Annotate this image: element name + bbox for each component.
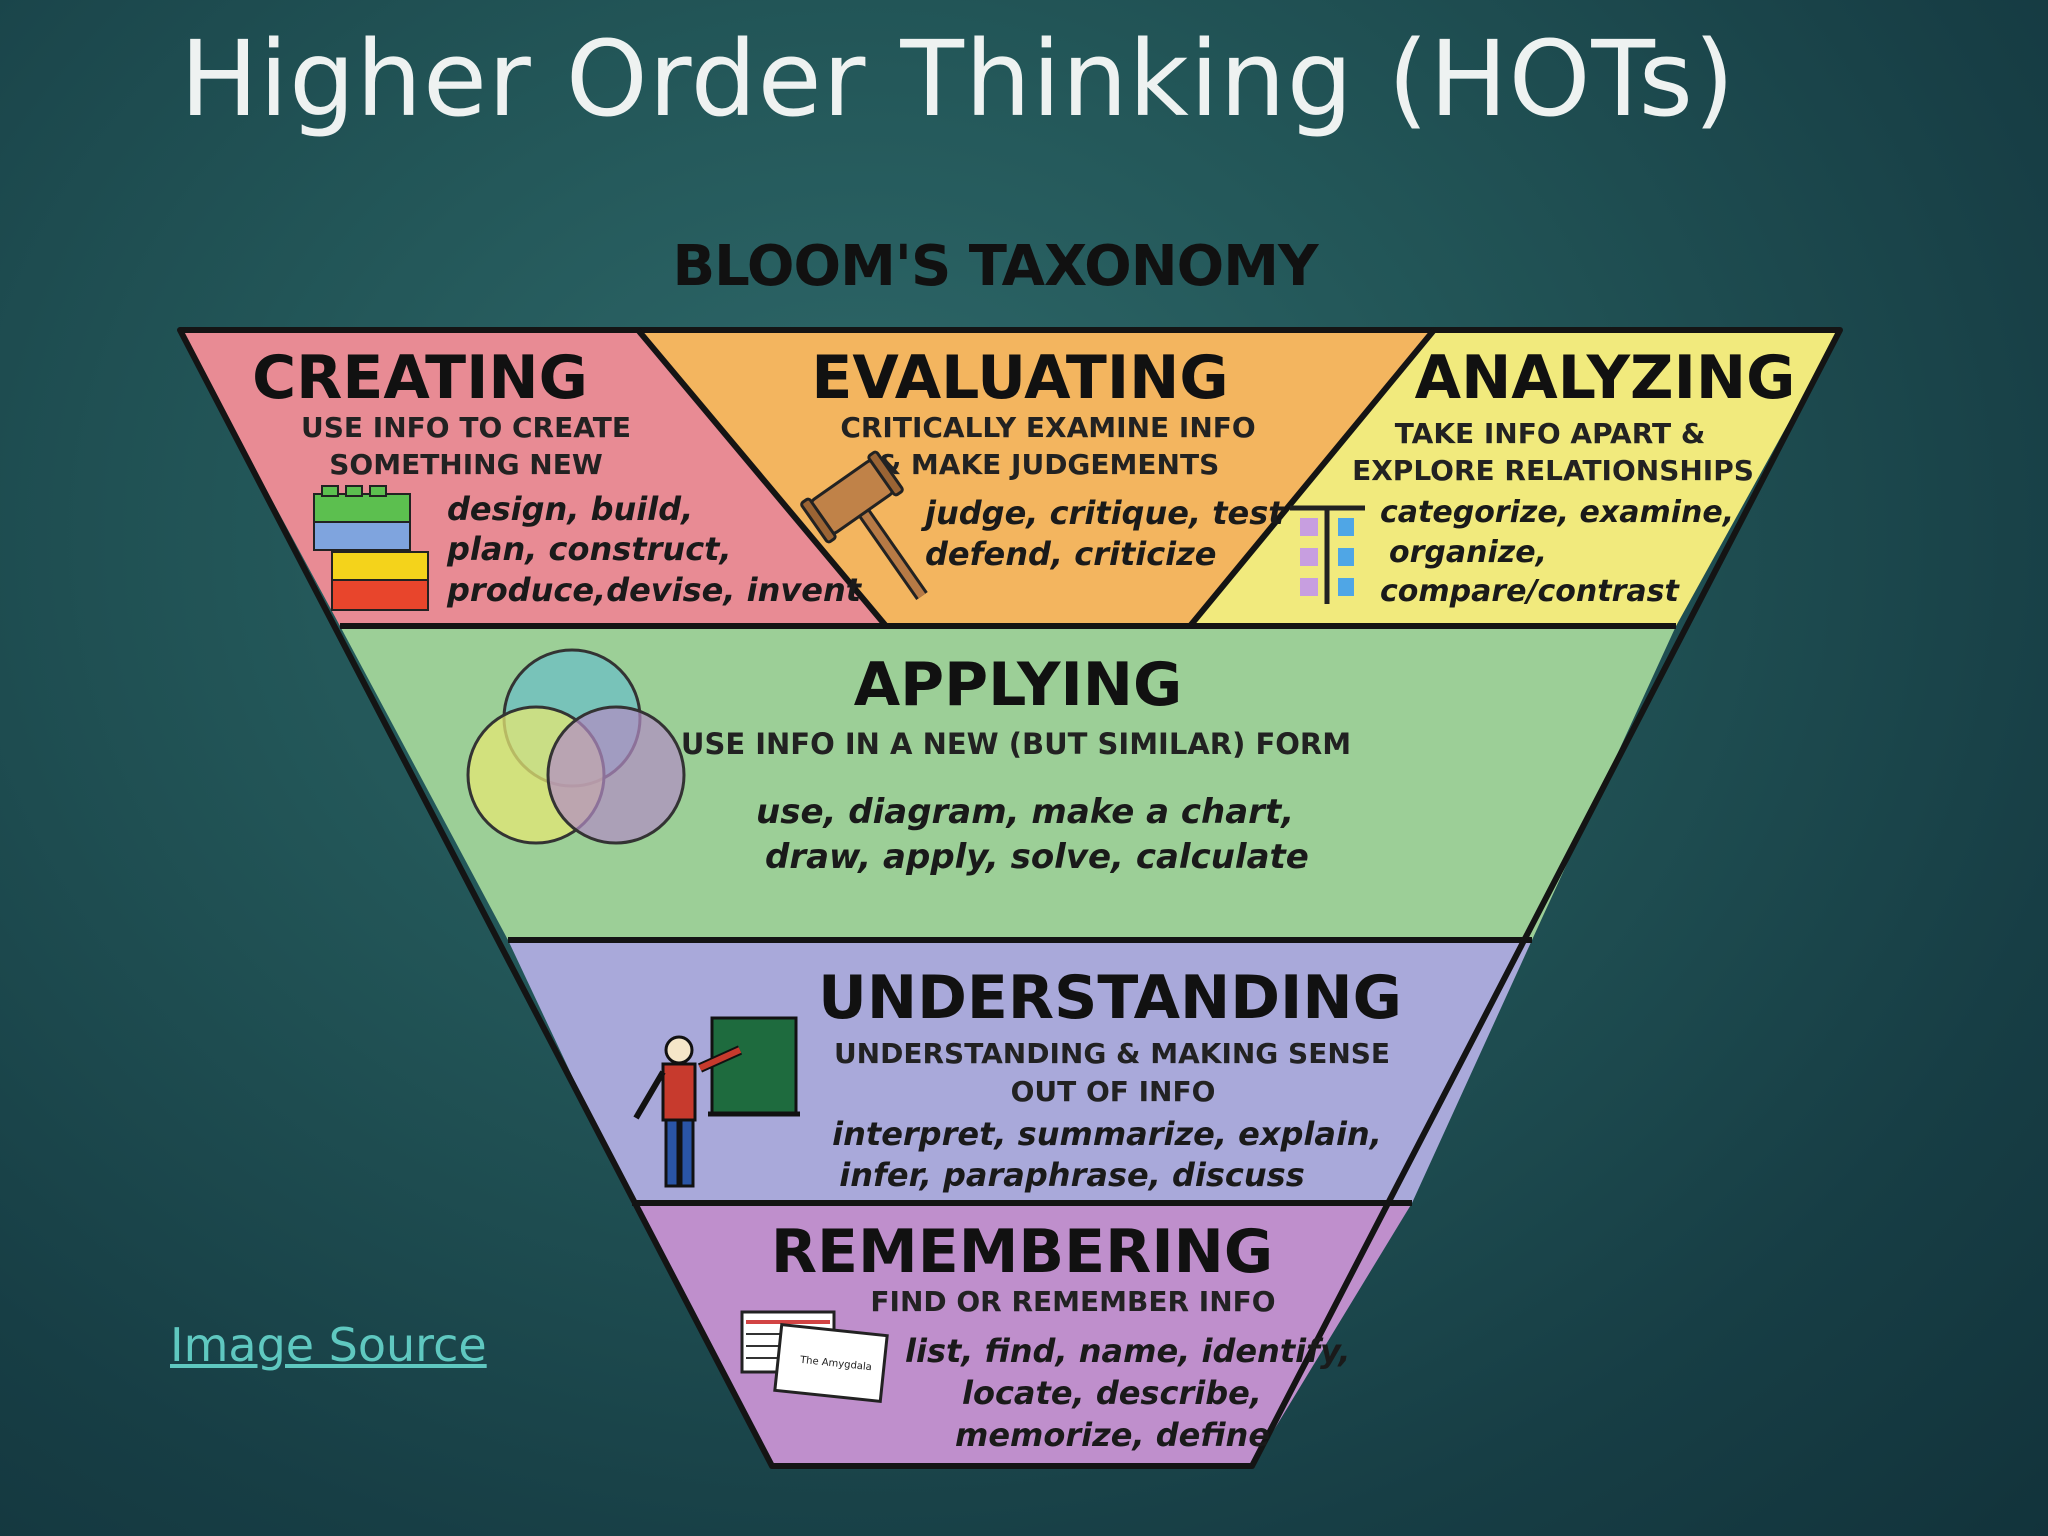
verb-line: organize, [1389,535,1547,570]
teacher-board-icon [633,1016,800,1188]
verb-line: design, build, [447,490,693,528]
level-desc-line: CRITICALLY EXAMINE INFO [840,411,1255,444]
level-analyzing: ANALYZING TAKE INFO APART & EXPLORE RELA… [1290,343,1795,609]
level-name: ANALYZING [1415,343,1796,413]
pyramid-outline [177,327,1843,1469]
level-remembering: REMEMBERING FIND OR REMEMBER INFO list, … [740,1217,1351,1454]
verb-line: judge, critique, test [920,494,1285,532]
level-desc-line: SOMETHING NEW [329,448,603,481]
lego-bricks-icon [313,485,429,611]
level-understanding: UNDERSTANDING UNDERSTANDING & MAKING SEN… [633,963,1402,1194]
evaluating-band [638,330,1434,626]
level-evaluating: EVALUATING CRITICALLY EXAMINE INFO & MAK… [800,343,1285,601]
level-desc-line: UNDERSTANDING & MAKING SENSE [834,1037,1390,1070]
level-desc-line: & MAKE JUDGEMENTS [877,448,1219,481]
level-name: EVALUATING [811,343,1228,413]
verb-line: list, find, name, identify, [905,1332,1351,1370]
slide-title: Higher Order Thinking (HOTs) [180,18,1736,140]
flash-cards-icon: The Amygdala [740,1310,889,1404]
gavel-icon [800,450,928,601]
level-applying: APPLYING USE INFO IN A NEW (BUT SIMILAR)… [466,648,1351,877]
level-desc-line: EXPLORE RELATIONSHIPS [1352,454,1754,487]
verb-line: memorize, define [955,1416,1270,1454]
verb-line: interpret, summarize, explain, [832,1115,1382,1153]
verb-line: produce,devise, invent [446,571,863,609]
remembering-band [632,1203,1412,1466]
diagram-heading: BLOOM'S TAXONOMY [672,234,1319,299]
applying-band [340,626,1676,940]
verb-line: categorize, examine, [1380,495,1734,530]
verb-line: compare/contrast [1380,574,1680,609]
level-desc-line: USE INFO TO CREATE [301,411,631,444]
understanding-band [508,940,1532,1203]
level-desc-line: USE INFO IN A NEW (BUT SIMILAR) FORM [681,727,1351,761]
image-source-link[interactable]: Image Source [170,1318,487,1372]
level-desc-line: TAKE INFO APART & [1395,417,1706,450]
verb-line: defend, criticize [925,535,1216,573]
level-name: CREATING [252,343,588,413]
verb-line: use, diagram, make a chart, [756,792,1294,832]
level-name: APPLYING [854,650,1183,720]
level-creating: CREATING USE INFO TO CREATE SOMETHING NE… [252,343,863,611]
verb-line: locate, describe, [962,1374,1262,1412]
level-name: UNDERSTANDING [818,963,1402,1033]
sorting-chart-icon [1290,505,1365,604]
verb-line: infer, paraphrase, discuss [839,1156,1305,1194]
verb-line: plan, construct, [446,530,732,568]
level-desc-line: FIND OR REMEMBER INFO [870,1285,1275,1318]
level-desc-line: OUT OF INFO [1011,1075,1216,1108]
level-name: REMEMBERING [771,1217,1273,1287]
verb-line: draw, apply, solve, calculate [765,837,1309,877]
venn-diagram-icon [466,648,686,845]
